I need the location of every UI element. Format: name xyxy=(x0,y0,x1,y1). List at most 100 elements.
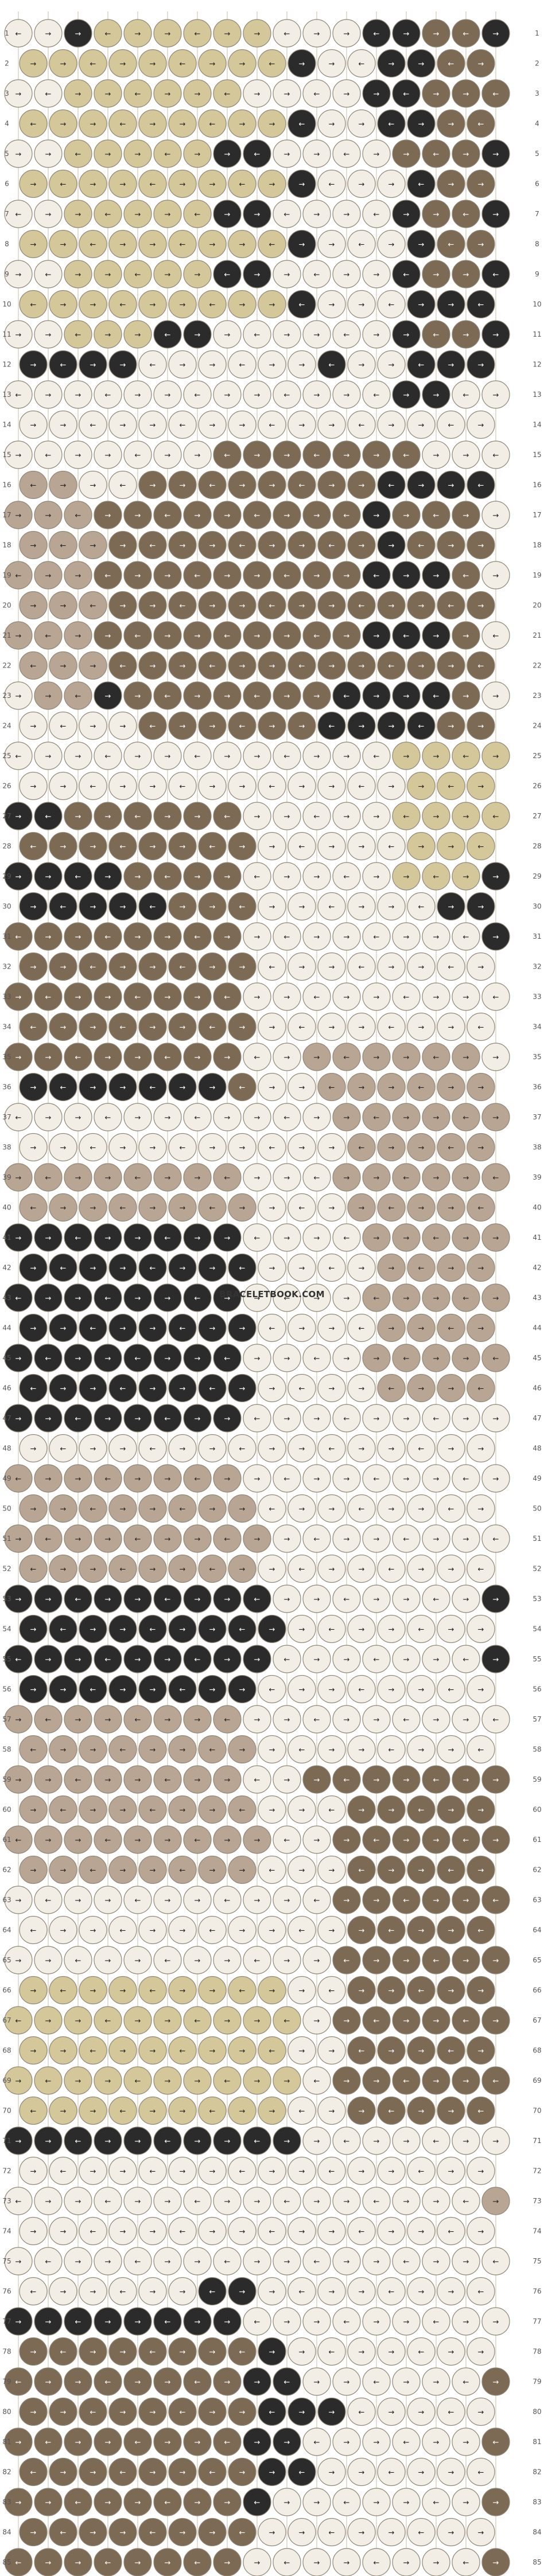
row-number-right: 38 xyxy=(533,1143,541,1152)
knot-arrow: ← xyxy=(314,813,320,821)
row-number-right: 77 xyxy=(533,2317,541,2325)
knot-arrow: → xyxy=(493,692,499,701)
knot: → xyxy=(64,2427,92,2456)
knot-arrow: → xyxy=(359,662,365,671)
knot: → xyxy=(94,79,122,108)
knot: → xyxy=(481,2126,510,2155)
knot: → xyxy=(198,1675,227,1704)
knot: → xyxy=(481,681,510,710)
knot: → xyxy=(19,169,48,198)
knot: → xyxy=(34,320,63,349)
knot: ← xyxy=(183,1645,212,1673)
knot: → xyxy=(213,862,242,891)
knot: → xyxy=(258,1012,286,1041)
knot: ← xyxy=(138,1072,167,1102)
knot: → xyxy=(377,1976,406,2005)
knot-arrow: → xyxy=(254,1656,261,1664)
knot: → xyxy=(94,1705,122,1734)
knot-arrow: → xyxy=(224,1114,231,1122)
knot-arrow: ← xyxy=(224,2438,231,2447)
row-number-left: 58 xyxy=(2,1746,11,1754)
knot: ← xyxy=(108,1915,137,1945)
knot: ← xyxy=(79,952,107,981)
knot-bead xyxy=(287,1253,316,1282)
knot-arrow: → xyxy=(60,2107,67,2116)
knot-arrow: → xyxy=(195,1174,201,1182)
knot: → xyxy=(138,2096,167,2125)
row-number-left: 78 xyxy=(2,2348,11,2356)
knot-arrow: → xyxy=(329,60,335,69)
knot: ← xyxy=(467,1373,495,1403)
knot-arrow: ← xyxy=(224,2258,231,2266)
knot: → xyxy=(467,2397,495,2426)
row-number-right: 74 xyxy=(533,2227,541,2235)
knot-bead xyxy=(317,109,346,138)
knot-arrow: ← xyxy=(150,361,156,370)
knot-arrow: → xyxy=(433,2077,440,2086)
knot: → xyxy=(94,1946,122,1974)
knot: → xyxy=(79,530,107,560)
knot: ← xyxy=(183,922,212,951)
knot: → xyxy=(34,1283,63,1312)
row-number-right: 62 xyxy=(533,1866,541,1874)
knot: ← xyxy=(362,741,391,770)
knot-arrow: ← xyxy=(60,1626,67,1634)
knot: → xyxy=(108,49,137,78)
knot-arrow: → xyxy=(239,2288,246,2297)
knot-arrow: → xyxy=(60,1144,67,1153)
knot-arrow: → xyxy=(329,482,335,490)
knot: → xyxy=(392,1103,421,1131)
knot-arrow: → xyxy=(329,1927,335,1935)
knot: → xyxy=(481,1043,510,1071)
row-number-right: 18 xyxy=(533,541,541,549)
knot: → xyxy=(243,1464,271,1493)
knot-bead xyxy=(332,1103,361,1131)
knot: → xyxy=(94,2247,122,2276)
knot: → xyxy=(64,741,92,770)
knot-arrow: → xyxy=(299,1144,305,1153)
knot-arrow: ← xyxy=(30,301,37,310)
knot-arrow: → xyxy=(224,1957,231,1965)
knot: → xyxy=(317,1675,346,1704)
knot-arrow: → xyxy=(359,2529,365,2538)
knot-arrow: → xyxy=(314,1294,320,1303)
row-number-left: 74 xyxy=(2,2227,11,2235)
knot-arrow: → xyxy=(45,2378,52,2387)
knot-arrow: → xyxy=(299,2529,305,2538)
knot-bead xyxy=(34,1163,63,1192)
knot-arrow: ← xyxy=(45,632,52,641)
knot-bead xyxy=(213,79,242,108)
knot-arrow: → xyxy=(15,1535,22,1544)
knot-arrow: ← xyxy=(15,752,22,761)
knot-arrow: → xyxy=(120,1626,126,1634)
knot: → xyxy=(273,1404,301,1433)
knot-arrow: → xyxy=(344,993,350,1002)
knot: → xyxy=(437,1012,465,1041)
knot-bead xyxy=(287,892,316,921)
row-number-right: 72 xyxy=(533,2167,541,2175)
knot: → xyxy=(317,1012,346,1041)
knot-arrow: → xyxy=(195,873,201,881)
knot-bead xyxy=(302,380,331,409)
knot-arrow: → xyxy=(493,2017,499,2025)
knot: → xyxy=(332,982,361,1011)
knot: → xyxy=(153,1645,182,1673)
knot-arrow: → xyxy=(403,933,410,942)
knot-arrow: → xyxy=(209,1626,216,1634)
knot: ← xyxy=(19,470,48,499)
knot-arrow: ← xyxy=(374,933,380,942)
knot-bead xyxy=(377,892,406,921)
knot-bead xyxy=(332,1404,361,1433)
knot-bead xyxy=(273,1163,301,1192)
knot-arrow: → xyxy=(239,421,246,430)
knot: → xyxy=(228,1193,257,1222)
knot-bead xyxy=(64,802,92,830)
knot-bead xyxy=(19,1012,48,1041)
knot-arrow: ← xyxy=(135,1716,141,1724)
knot-arrow: ← xyxy=(493,2258,499,2266)
knot-bead xyxy=(79,832,107,861)
knot-arrow: → xyxy=(165,30,171,38)
knot-arrow: → xyxy=(314,2137,320,2146)
knot-bead xyxy=(481,320,510,349)
knot-bead xyxy=(347,1193,376,1222)
